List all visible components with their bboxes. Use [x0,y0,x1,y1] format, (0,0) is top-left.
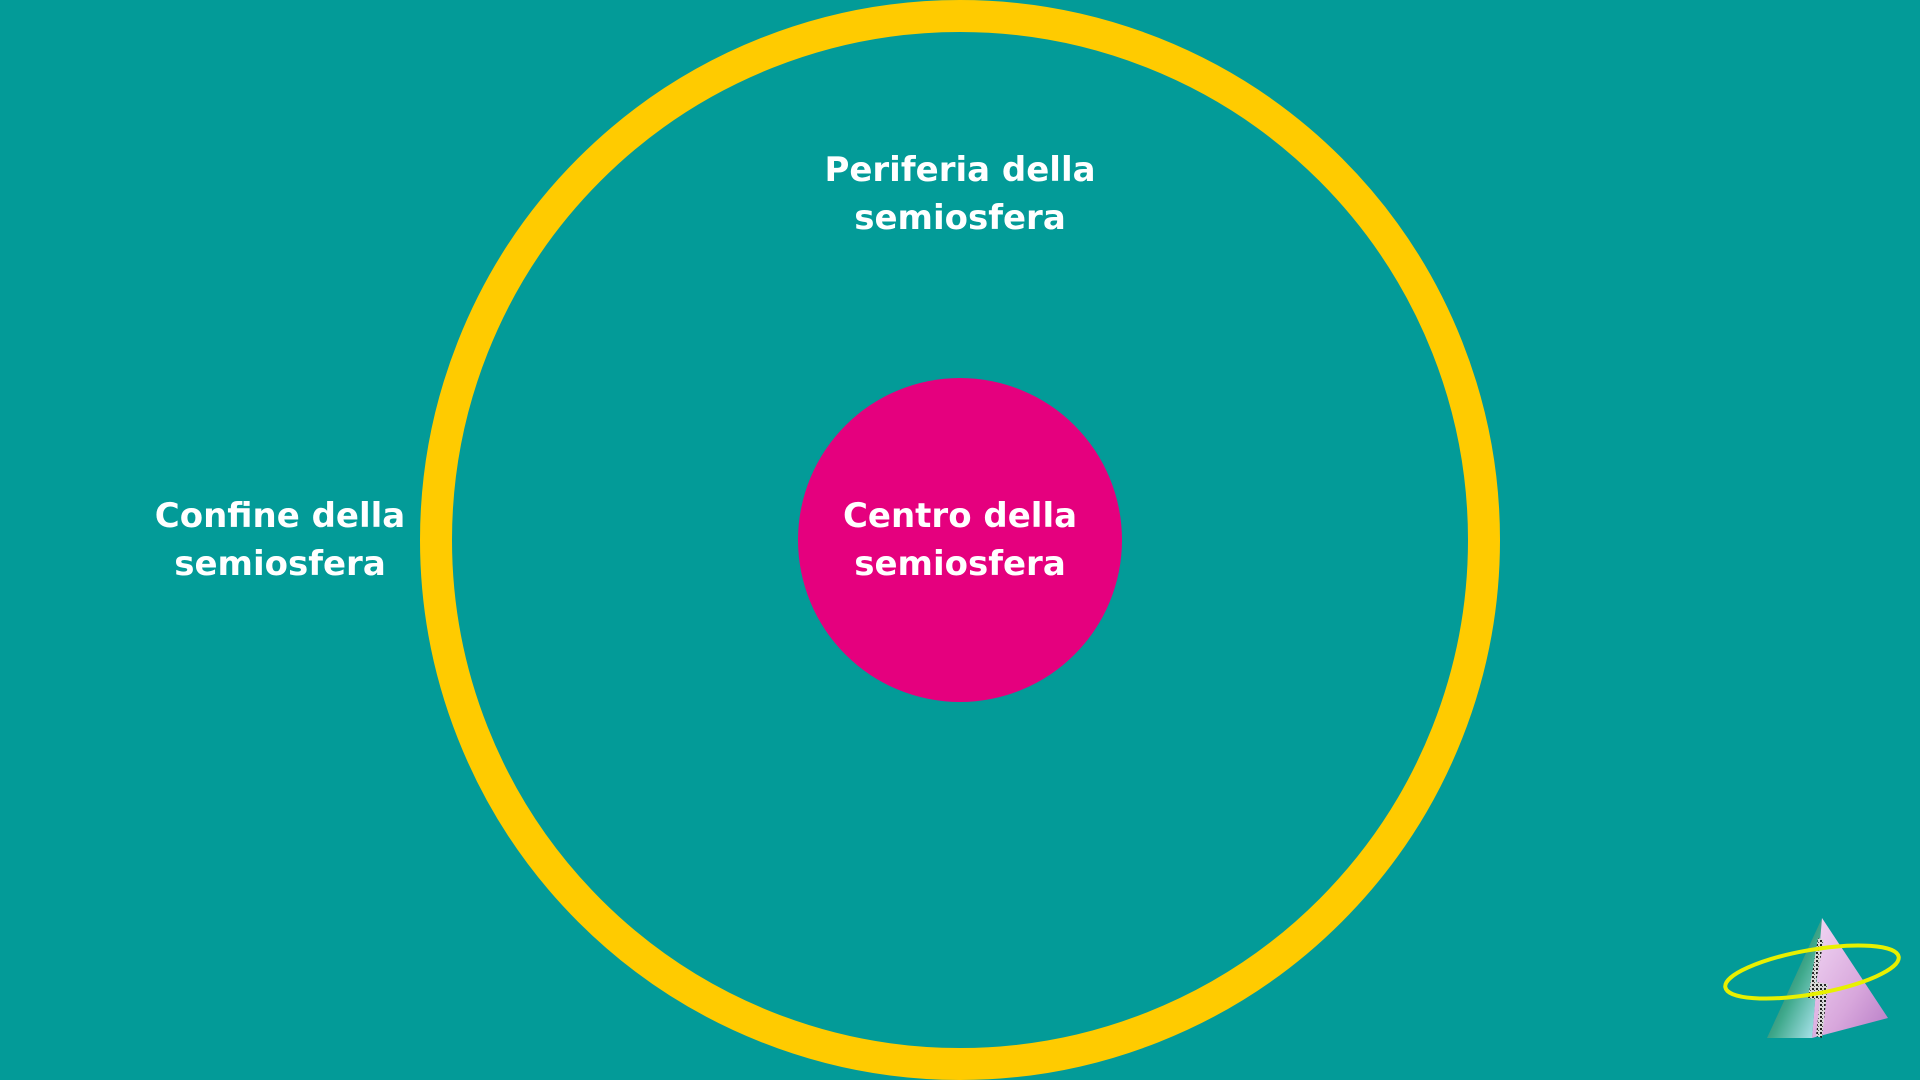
semiosphere-center-circle [798,378,1122,702]
periphery-label: Periferia della semiosfera [760,146,1160,242]
border-label-line2: semiosfera [174,544,386,584]
center-label-line2: semiosfera [854,544,1066,584]
periphery-label-line1: Periferia della [824,150,1096,190]
center-label: Centro della semiosfera [760,492,1160,588]
border-label: Confine della semiosfera [80,492,480,588]
periphery-label-line2: semiosfera [854,198,1066,238]
border-label-line1: Confine della [154,496,406,536]
prism-with-halo-icon [1723,918,1901,1038]
center-label-line1: Centro della [842,496,1078,536]
